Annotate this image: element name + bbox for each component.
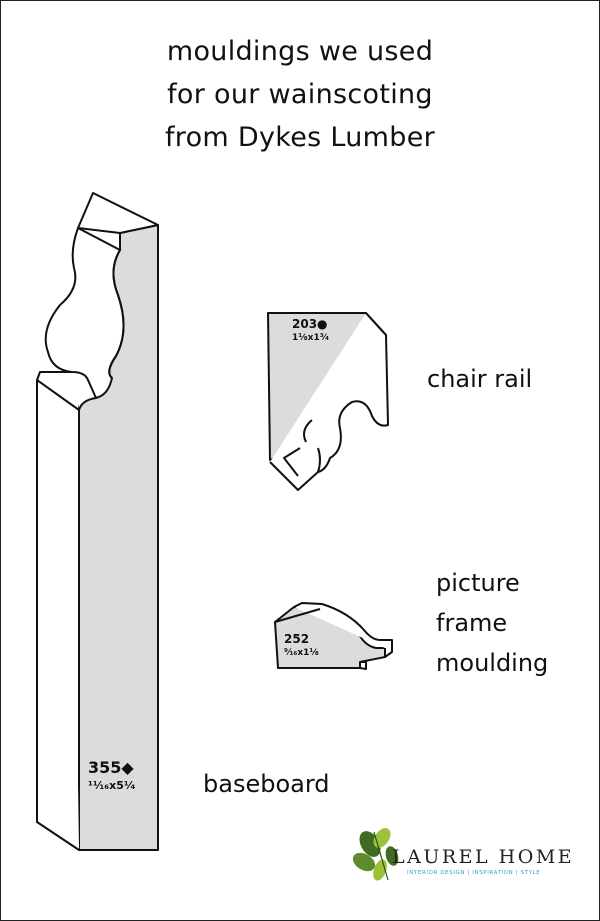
title-line-2: for our wainscoting [167,79,433,110]
chair-rail-number: 203● [292,317,328,331]
picture-frame-spec: 252 ⁹⁄₁₆x1¹⁄₈ [284,632,319,660]
baseboard-ogee [44,227,97,411]
baseboard-label: baseboard [203,770,330,798]
chair-rail-dimensions: 1¹⁄₈x1³⁄₄ [292,333,330,343]
page-title: mouldings we used for our wainscoting fr… [0,30,600,159]
picture-frame-label: picture frame moulding [436,563,548,683]
picture-frame-dimensions: ⁹⁄₁₆x1¹⁄₈ [284,648,319,658]
baseboard-top [77,192,159,234]
title-line-3: from Dykes Lumber [164,122,436,153]
picture-frame-profile [274,602,393,670]
baseboard-spec: 355◆ ¹¹⁄₁₆x5¹⁄₄ [88,758,135,794]
chair-rail-top [269,312,389,491]
baseboard-dimensions: ¹¹⁄₁₆x5¹⁄₄ [88,779,136,792]
baseboard-profile [36,192,159,851]
logo-name: LAUREL HOME [392,846,575,868]
chair-rail-label: chair rail [427,365,533,393]
chair-rail-profile [267,312,389,491]
baseboard-number: 355◆ [88,758,134,777]
picture-frame-label-line-2: frame [436,609,508,637]
baseboard-face [78,224,159,851]
picture-frame-label-line-1: picture [436,569,520,597]
picture-frame-number: 252 [284,632,310,646]
title-line-1: mouldings we used [166,36,434,67]
picture-frame-label-line-3: moulding [436,649,549,677]
picture-frame-top [293,602,393,658]
laurel-leaf-icon [352,828,399,881]
logo-tagline: INTERIOR DESIGN | INSPIRATION | STYLE [407,870,541,876]
chair-rail-spec: 203● 1¹⁄₈x1³⁄₄ [292,317,329,345]
